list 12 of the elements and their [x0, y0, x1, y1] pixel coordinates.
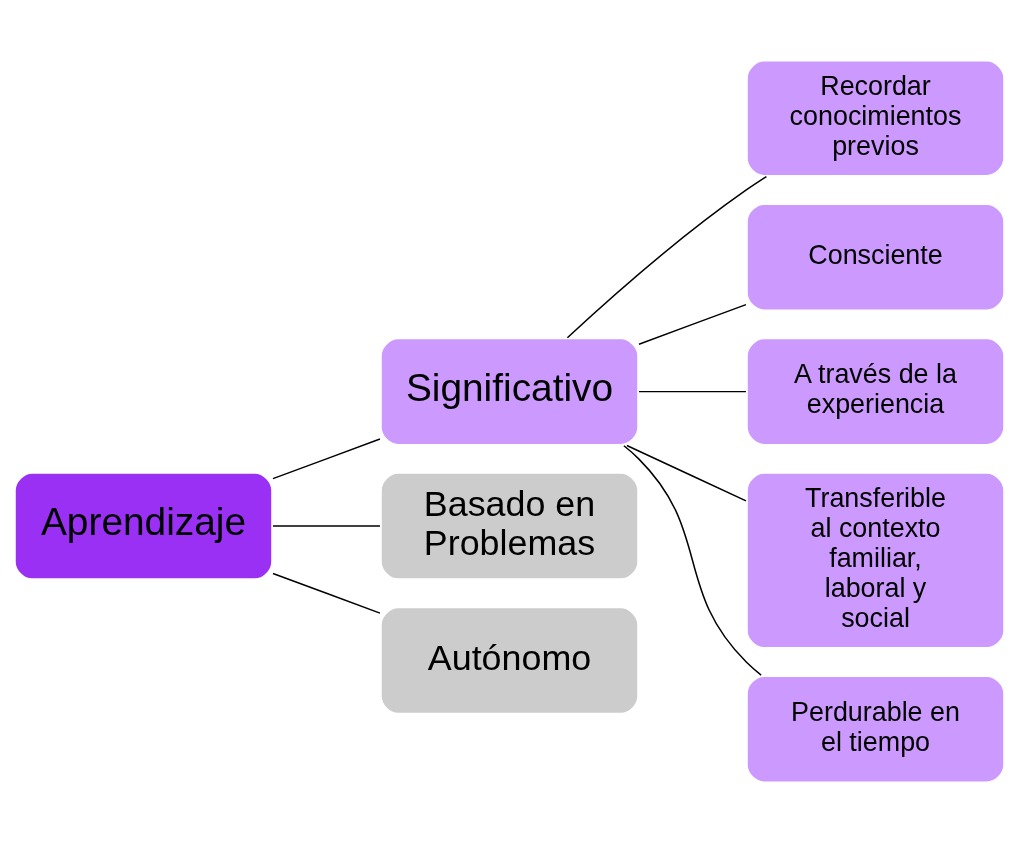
- node-box: Basado en Problemas: [378, 470, 641, 581]
- connector: [272, 572, 381, 614]
- connector: [272, 524, 381, 527]
- node-box: Transferible al contexto familiar, laboral y social: [744, 470, 1007, 650]
- connector: [638, 303, 747, 345]
- connector: [638, 390, 747, 392]
- connector: [623, 444, 762, 676]
- node-box: Recordar conocimientos previos: [744, 58, 1007, 178]
- node-box: Aprendizaje: [12, 470, 275, 581]
- connector: [272, 437, 381, 479]
- connector: [626, 444, 747, 502]
- connector: [566, 175, 768, 338]
